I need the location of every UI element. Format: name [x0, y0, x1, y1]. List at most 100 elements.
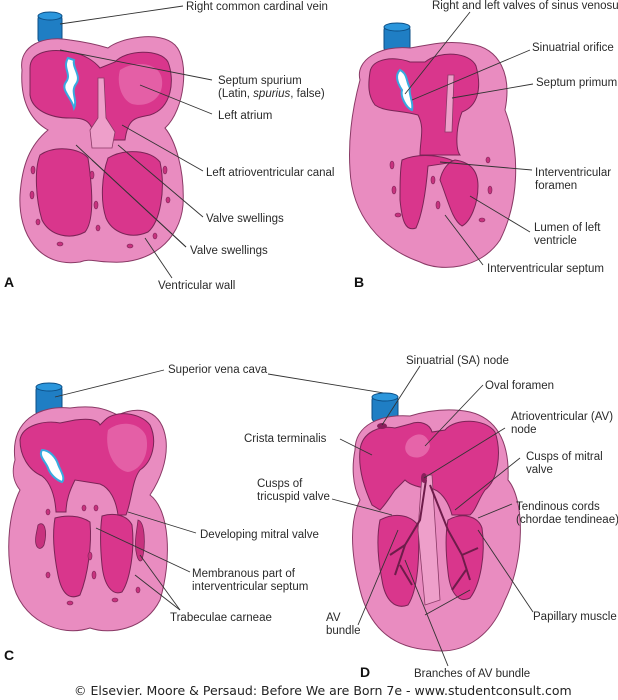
leader-papillary-muscle: [477, 529, 534, 613]
label-superior-vena-cava: Superior vena cava: [168, 364, 268, 376]
panel-b-septum-primum: [444, 74, 455, 133]
label-left-atrium: Left atrium: [218, 110, 272, 122]
note-prefix: (Latin,: [218, 88, 253, 100]
label-right-common-cardinal-vein: Right common cardinal vein: [186, 1, 328, 13]
leader-trabeculae-2: [134, 574, 181, 611]
label-left-av-canal: Left atrioventricular canal: [206, 167, 334, 179]
panel-b-trabeculae: [389, 156, 493, 223]
panel-c-trabeculae-dots: [45, 504, 141, 606]
leader-cusps-mitral: [454, 457, 521, 511]
leader-left-av-canal: [121, 124, 204, 172]
leader-valve-swellings-2b: [91, 159, 187, 248]
leader-iv-foramen: [439, 161, 533, 171]
leader-lumen-lv: [469, 195, 531, 233]
label-iv-foramen-1: Interventricular: [535, 167, 611, 179]
copyright-credit: © Elsevier. Moore & Persaud: Before We a…: [74, 683, 572, 698]
leader-developing-mitral-valve: [127, 511, 197, 534]
leader-septum-primum: [451, 83, 534, 99]
label-cusps-tricuspid-2: tricuspid valve: [257, 491, 330, 503]
leader-av-node: [423, 427, 506, 479]
leader-valve-swellings-1: [117, 144, 204, 218]
oval-foramen-shape: [405, 434, 430, 458]
leader-oval-foramen: [424, 384, 484, 447]
vein-top: [371, 392, 399, 402]
leader-left-atrium: [139, 84, 213, 115]
panel-b-heart-illustration: [349, 22, 517, 268]
leader-superior-vena-cava: [54, 369, 165, 398]
panel-d-av-bundle-branches: [389, 479, 479, 591]
panel-a-left-ventricle: [101, 151, 163, 236]
label-trabeculae-carneae: Trabeculae carneae: [170, 612, 272, 624]
label-septum-spurium: Septum spurium: [218, 75, 302, 87]
label-tendinous-2: (chordae tendineae): [516, 514, 618, 526]
panel-d-atria: [359, 420, 499, 516]
leader-septum-spurium: [59, 49, 213, 81]
label-septum-spurium-note: (Latin, spurius, false): [218, 88, 325, 100]
label-papillary-muscle: Papillary muscle: [533, 611, 617, 623]
panel-c-sinus-valve: [39, 448, 65, 484]
leader-ventricular-wall: [144, 237, 173, 279]
leader-branches-av-bundle-2: [424, 589, 471, 616]
vein-top: [383, 22, 411, 32]
leader-cusps-tricuspid: [331, 498, 393, 516]
label-cusps-mitral-2: valve: [526, 464, 553, 476]
label-lumen-lv-2: ventricle: [534, 235, 577, 247]
label-membranous-1: Membranous part of: [192, 568, 296, 580]
label-av-node-2: node: [511, 424, 537, 436]
leader-sinuatrial-orifice: [411, 49, 531, 101]
panel-a-sinus-valve: [63, 56, 79, 112]
note-italic: spurius: [253, 88, 290, 100]
panel-a-trabeculae: [29, 165, 171, 249]
leader-sa-node: [381, 365, 421, 426]
vein-top: [35, 382, 63, 392]
label-iv-septum: Interventricular septum: [487, 263, 604, 275]
note-suffix: , false): [290, 88, 325, 100]
panel-c-letter: C: [4, 647, 14, 663]
leader-trabeculae-1: [139, 554, 181, 611]
label-oval-foramen: Oval foramen: [485, 380, 554, 392]
leader-branches-av-bundle-1: [404, 559, 449, 667]
label-cusps-tricuspid-1: Cusps of: [257, 478, 303, 490]
panel-b-left-ventricle: [439, 159, 479, 227]
panel-c-right-ventricle: [53, 515, 91, 598]
label-ventricular-wall: Ventricular wall: [158, 280, 235, 292]
panel-c-trabecula-right: [135, 519, 145, 562]
label-cusps-mitral-1: Cusps of mitral: [526, 451, 603, 463]
leader-av-bundle: [357, 529, 399, 626]
panel-b-right-ventricle: [399, 155, 457, 230]
leader-tendinous-cords: [477, 503, 513, 519]
vein-top: [37, 11, 63, 21]
panel-a-letter: A: [4, 274, 14, 290]
panel-d: D Sinuatrial (SA) node Oval foramen Cris…: [244, 355, 618, 680]
leader-iv-septum: [444, 214, 484, 266]
label-valve-swellings-1: Valve swellings: [206, 213, 284, 225]
label-developing-mitral-valve: Developing mitral valve: [200, 529, 319, 541]
panel-c-trabecula-left: [35, 523, 46, 549]
label-iv-foramen-2: foramen: [535, 180, 577, 192]
leader-right-common-cardinal-vein: [59, 5, 184, 25]
panel-b-letter: B: [354, 274, 364, 290]
label-valve-swellings-2: Valve swellings: [190, 245, 268, 257]
leader-superior-vena-cava-d: [267, 373, 391, 395]
panel-d-heart-illustration: [352, 392, 521, 652]
leader-crista-terminalis: [339, 438, 373, 456]
label-septum-primum: Septum primum: [536, 77, 617, 89]
label-crista-terminalis: Crista terminalis: [244, 433, 327, 445]
panel-b-sinus-valves: [395, 68, 414, 112]
label-branches-av-bundle: Branches of AV bundle: [414, 668, 530, 680]
label-av-bundle-1: AV: [326, 612, 341, 624]
label-sinuatrial-orifice: Sinuatrial orifice: [532, 42, 614, 54]
label-av-node-1: Atrioventricular (AV): [511, 411, 613, 423]
leader-membranous: [95, 527, 191, 573]
panel-a: A Right common cardinal vein Septum spur…: [4, 1, 334, 292]
panel-b: B Right and left valves of sinus venosus…: [349, 0, 618, 290]
leader-sinus-venosus-valves: [404, 11, 471, 95]
panel-a-septum-spurium: [89, 77, 116, 149]
label-tendinous-1: Tendinous cords: [516, 501, 600, 513]
panel-a-heart-illustration: [19, 11, 185, 264]
sa-node-shape: [377, 423, 387, 429]
panel-d-left-ventricle: [445, 515, 484, 600]
label-membranous-2: interventricular septum: [192, 581, 308, 593]
panel-a-right-ventricle: [35, 148, 93, 237]
